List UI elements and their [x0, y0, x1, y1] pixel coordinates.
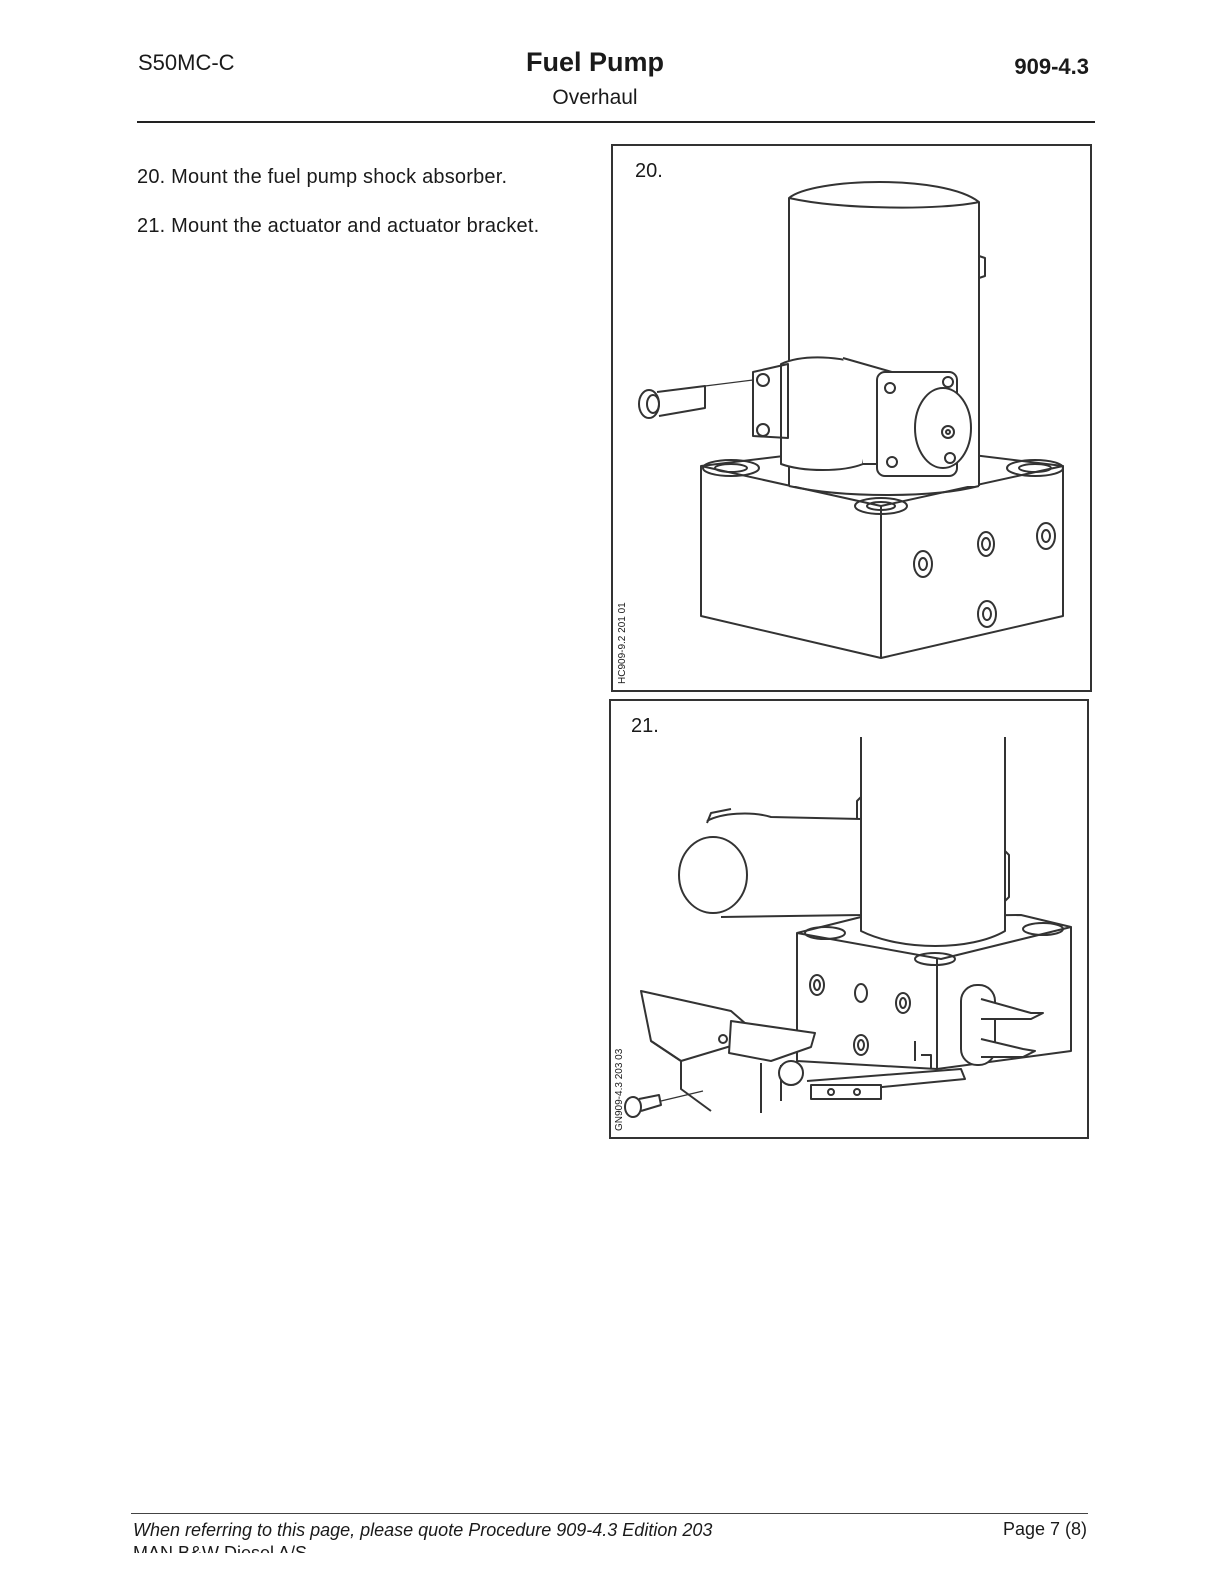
header-divider — [137, 121, 1095, 123]
shock-absorber-illustration — [613, 146, 1090, 690]
procedure-number: 909-4.3 — [1014, 54, 1089, 80]
document-title: Fuel Pump — [0, 47, 1190, 78]
figure-number: 20. — [635, 160, 663, 183]
footer-divider — [131, 1513, 1088, 1514]
page-number: Page 7 (8) — [1003, 1519, 1087, 1540]
company-name: MAN B&W Diesel A/S — [133, 1543, 307, 1553]
figure-code: GN909-4.3 203 03 — [614, 1049, 625, 1131]
step-number: 20. — [137, 166, 165, 188]
document-subtitle: Overhaul — [0, 86, 1190, 110]
actuator-illustration — [611, 701, 1087, 1137]
figure-number: 21. — [631, 715, 659, 738]
footer-reference-note: When referring to this page, please quot… — [133, 1520, 712, 1541]
step-number: 21. — [137, 215, 165, 237]
step-text: Mount the fuel pump shock absorber. — [171, 166, 507, 188]
figure-code: HC909-9.2 201 01 — [617, 602, 628, 684]
figure-20-shock-absorber: 20. HC909-9.2 201 01 — [611, 144, 1092, 692]
step-text: Mount the actuator and actuator bracket. — [171, 215, 539, 237]
figure-21-actuator: 21. GN909-4.3 203 03 — [609, 699, 1089, 1139]
step-21: 21. Mount the actuator and actuator brac… — [137, 215, 539, 238]
step-20: 20. Mount the fuel pump shock absorber. — [137, 166, 507, 189]
